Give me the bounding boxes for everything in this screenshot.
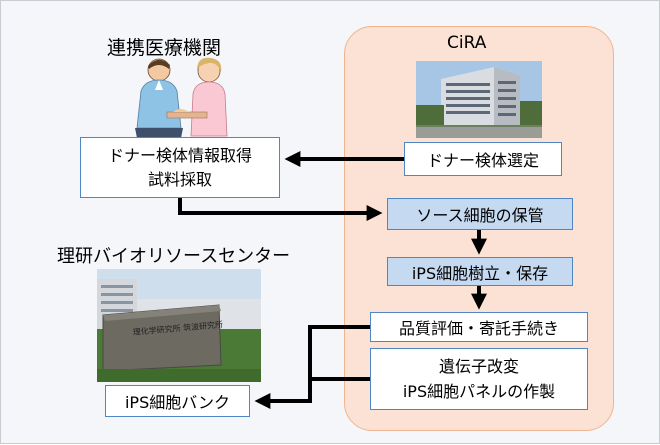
- donor-selection-box: ドナー検体選定: [404, 142, 562, 176]
- donor-acquisition-line1: ドナー検体情報取得: [107, 145, 252, 165]
- ips-bank-text: iPS細胞バンク: [124, 393, 231, 412]
- donor-acquisition-line2: 試料採取: [147, 169, 212, 189]
- quality-eval-text: 品質評価・寄託手続き: [398, 319, 559, 338]
- gene-mod-line1: 遺伝子改変: [438, 357, 519, 376]
- gene-modification-box: 遺伝子改変 iPS細胞パネルの作製: [370, 348, 588, 410]
- source-cell-storage-text: ソース細胞の保管: [416, 206, 544, 225]
- arrow-acquisition-to-storage: [178, 198, 383, 221]
- ips-bank-box: iPS細胞バンク: [105, 385, 250, 417]
- quality-eval-box: 品質評価・寄託手続き: [370, 312, 588, 342]
- cira-building-photo: [416, 61, 542, 138]
- ips-establish-text: iPS細胞樹立・保存: [411, 263, 549, 283]
- riken-sign-photo: 理化学研究所 筑波研究所: [97, 269, 261, 382]
- donor-acquisition-box: ドナー検体情報取得 試料採取: [80, 137, 280, 198]
- partner-institution-label: 連携医療機関: [107, 37, 222, 59]
- cira-label: CiRA: [447, 33, 487, 53]
- arrow-quality-to-bank: [254, 325, 370, 409]
- gene-mod-line2: iPS細胞パネルの作製: [402, 382, 556, 401]
- donor-selection-text: ドナー検体選定: [426, 151, 539, 170]
- source-cell-storage-box: ソース細胞の保管: [387, 198, 573, 230]
- ips-establish-box: iPS細胞樹立・保存: [387, 257, 573, 286]
- riken-label: 理研バイオリソースセンター: [57, 246, 291, 267]
- doctor-patient-illustration: [129, 56, 239, 141]
